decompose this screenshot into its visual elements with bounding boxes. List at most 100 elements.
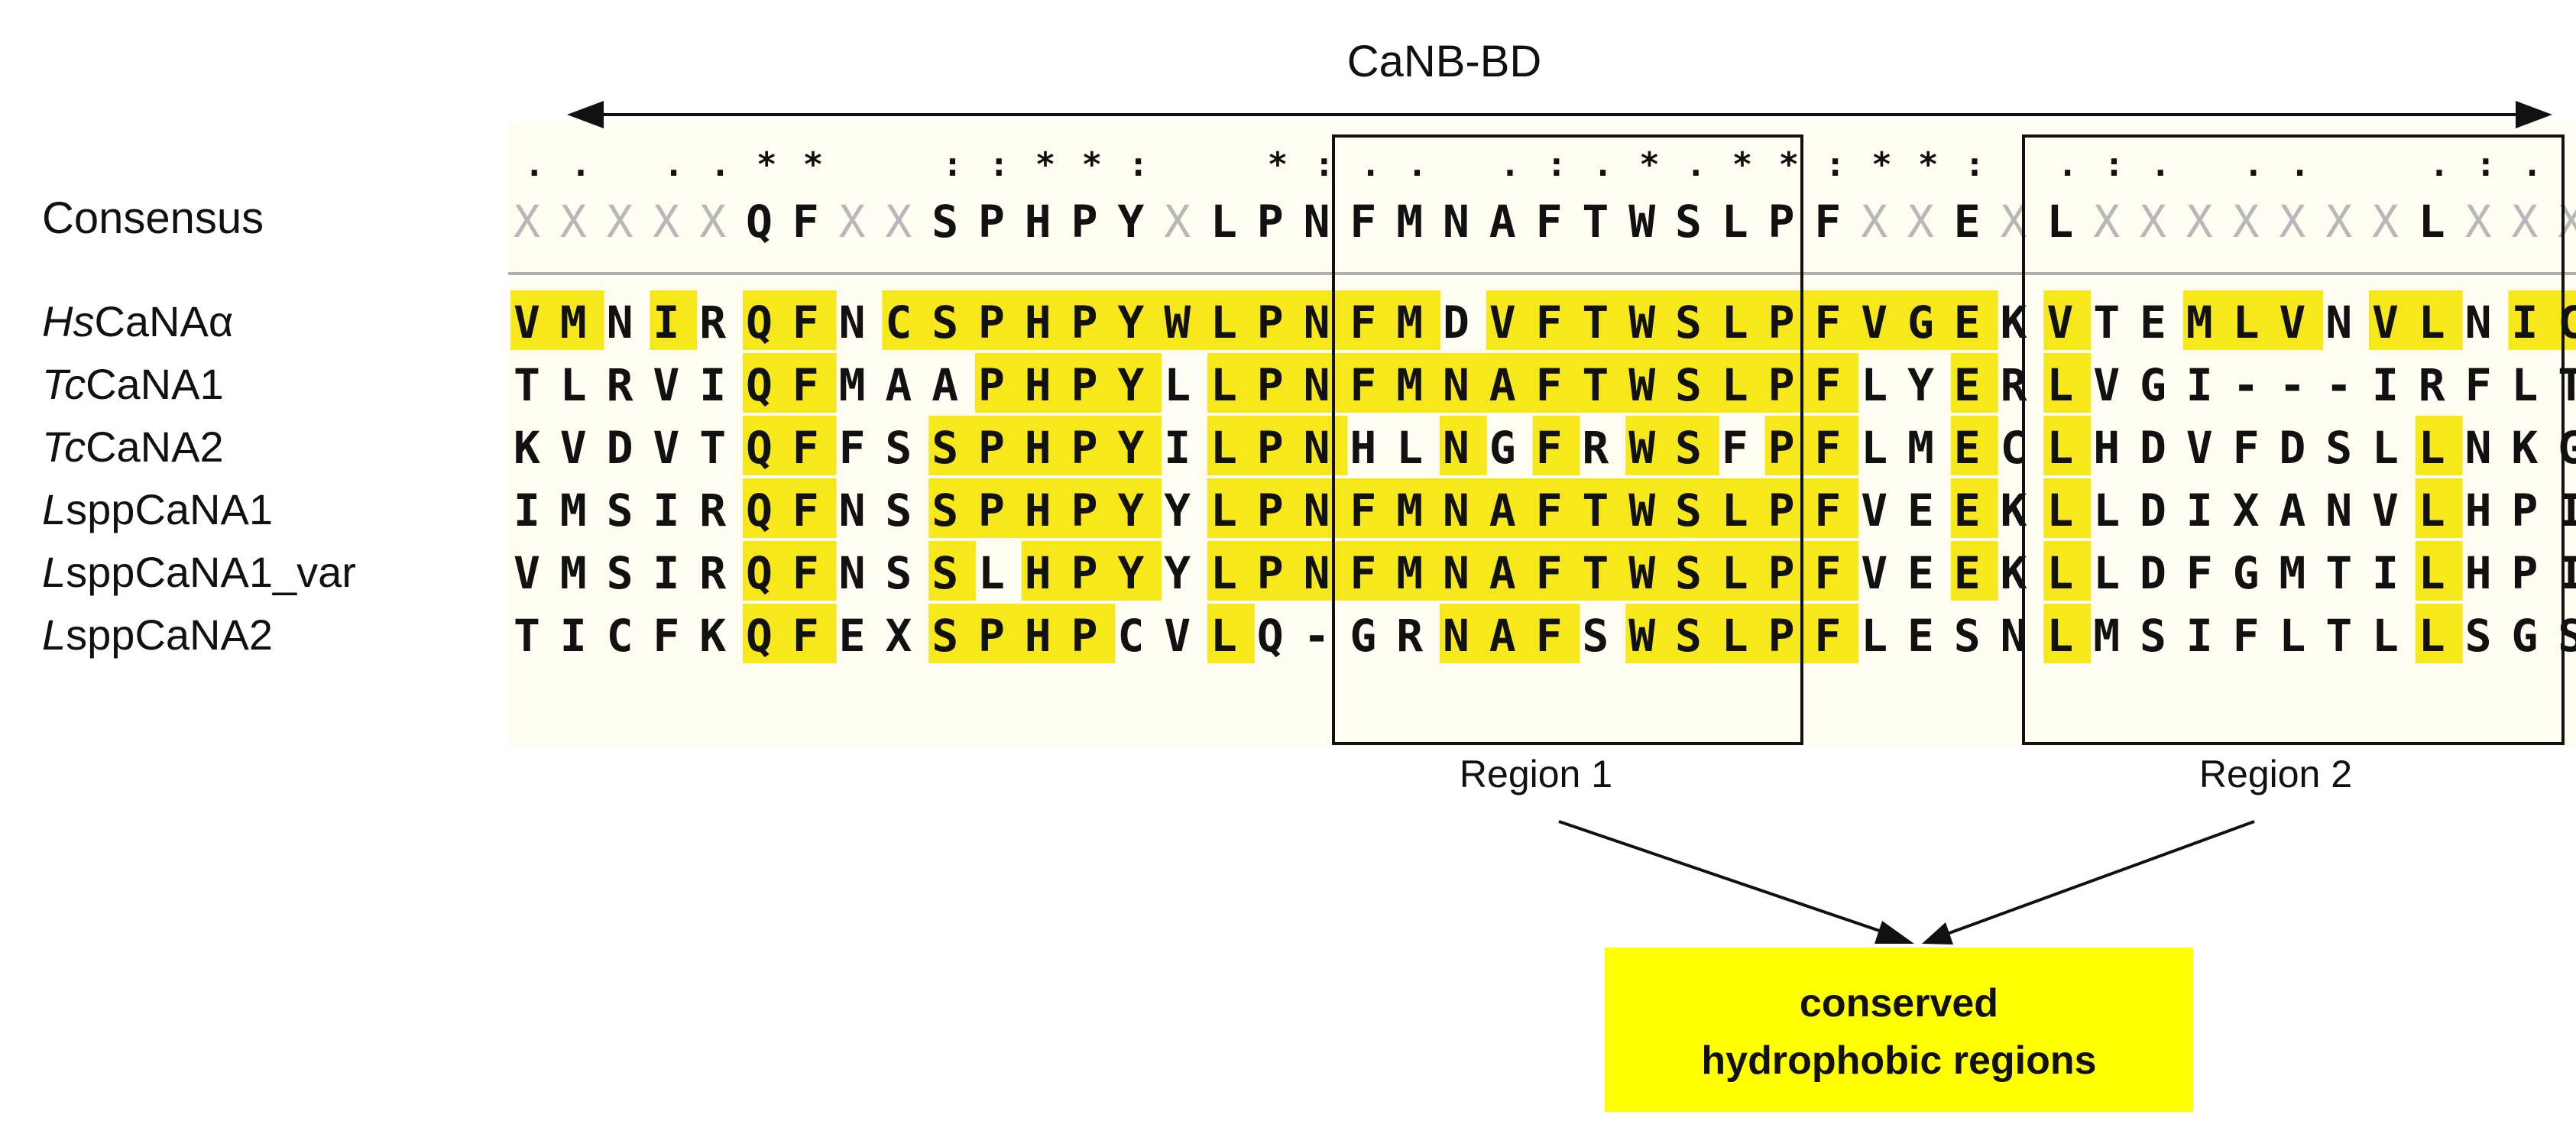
residue-highlight <box>1486 604 1534 663</box>
residue-highlight <box>1207 353 1255 413</box>
residue: F <box>792 547 819 599</box>
residue: F <box>1536 547 1563 599</box>
residue: L <box>978 547 1005 599</box>
residue-highlight <box>1021 478 1069 538</box>
conservation-mark: : <box>1965 145 1985 184</box>
residue: L <box>2419 610 2445 662</box>
consensus-residue: X <box>2511 196 2538 248</box>
consensus-residue: S <box>1675 196 1702 248</box>
residue: G <box>2233 547 2260 599</box>
residue: A <box>932 359 958 411</box>
residue-highlight <box>1486 353 1534 413</box>
residue: G <box>1350 610 1376 662</box>
residue-highlight <box>743 416 790 475</box>
residue-highlight <box>1579 353 1627 413</box>
region-arrows <box>1558 820 2255 944</box>
residue: T <box>514 359 540 411</box>
residue-highlight <box>510 290 558 350</box>
residue-highlight <box>1300 541 1348 601</box>
conservation-mark: . <box>524 145 545 184</box>
callout-box <box>1605 948 2193 1112</box>
residue-highlight <box>2043 541 2092 601</box>
residue: A <box>1489 359 1516 411</box>
residue-highlight <box>1207 604 1255 663</box>
consensus-residue: X <box>1861 196 1887 248</box>
residue-highlight <box>2276 290 2324 350</box>
residue: F <box>1814 296 1841 348</box>
residue: Q <box>1257 610 1284 662</box>
residue: L <box>2419 547 2445 599</box>
consensus-residue: N <box>1443 196 1469 248</box>
conservation-mark: : <box>2476 145 2497 184</box>
consensus-residue: M <box>1396 196 1423 248</box>
residue-highlight <box>1068 353 1116 413</box>
residue: Y <box>1117 422 1144 474</box>
residue: X <box>885 610 912 662</box>
residue: R <box>607 359 633 411</box>
residue: S <box>932 422 958 474</box>
conservation-mark: . <box>2057 145 2078 184</box>
residue-highlight <box>1393 541 1440 601</box>
residue: F <box>792 484 819 536</box>
residue: H <box>2093 422 2120 474</box>
residue: - <box>1304 610 1330 662</box>
residue: F <box>1536 359 1563 411</box>
residue: F <box>1350 296 1376 348</box>
residue: V <box>514 547 540 599</box>
residue: I <box>2558 547 2576 599</box>
residue: I <box>2186 610 2213 662</box>
residue-highlight <box>1300 478 1348 538</box>
callout-line-1: conserved <box>1800 981 1998 1025</box>
residue: L <box>2233 296 2260 348</box>
residue: F <box>2186 547 2213 599</box>
consensus-residue: F <box>1350 196 1376 248</box>
residue-highlight <box>928 478 976 538</box>
residue-highlight <box>1950 290 1998 350</box>
residue: P <box>1768 296 1795 348</box>
highlight-layer <box>510 290 2576 663</box>
conservation-mark: * <box>1082 145 1103 184</box>
residue: P <box>2511 547 2538 599</box>
residue: V <box>2372 296 2399 348</box>
conservation-mark: . <box>2244 145 2264 184</box>
residue-highlight <box>1672 416 1719 475</box>
conservation-mark: . <box>2429 145 2450 184</box>
residue: L <box>1210 547 1237 599</box>
residue-highlight <box>1811 604 1859 663</box>
consensus-residue: L <box>2046 196 2073 248</box>
consensus-residue: X <box>2233 196 2260 248</box>
conservation-mark: . <box>1686 145 1706 184</box>
residue: T <box>1582 547 1609 599</box>
residue-highlight <box>1253 353 1301 413</box>
residue-highlight <box>2369 290 2416 350</box>
consensus-residue: P <box>1768 196 1795 248</box>
residue: V <box>653 422 679 474</box>
protein-name: sppCaNA2 <box>66 611 273 659</box>
conservation-mark: . <box>2289 145 2310 184</box>
residue: S <box>2325 422 2352 474</box>
residue-highlight <box>1811 353 1859 413</box>
domain-title: CaNB-BD <box>1347 37 1542 86</box>
residue: L <box>1164 359 1191 411</box>
domain-arrow <box>567 101 2552 128</box>
residue: V <box>1489 296 1516 348</box>
residue: N <box>2465 296 2492 348</box>
residue: L <box>1210 484 1237 536</box>
residue: K <box>2511 422 2538 474</box>
residue-highlight <box>743 478 790 538</box>
residue-highlight <box>1393 353 1440 413</box>
consensus-residue: X <box>839 196 866 248</box>
residue-highlight <box>1532 290 1580 350</box>
residue: L <box>1396 422 1423 474</box>
residue: M <box>1396 296 1423 348</box>
residue: S <box>2558 610 2576 662</box>
residue: M <box>560 484 587 536</box>
residue: K <box>699 610 726 662</box>
residue-highlight <box>1440 604 1487 663</box>
residue: L <box>2511 359 2538 411</box>
residue-highlight <box>1672 541 1719 601</box>
residue: F <box>792 296 819 348</box>
residue-highlight <box>1207 478 1255 538</box>
conservation-mark: . <box>1360 145 1381 184</box>
